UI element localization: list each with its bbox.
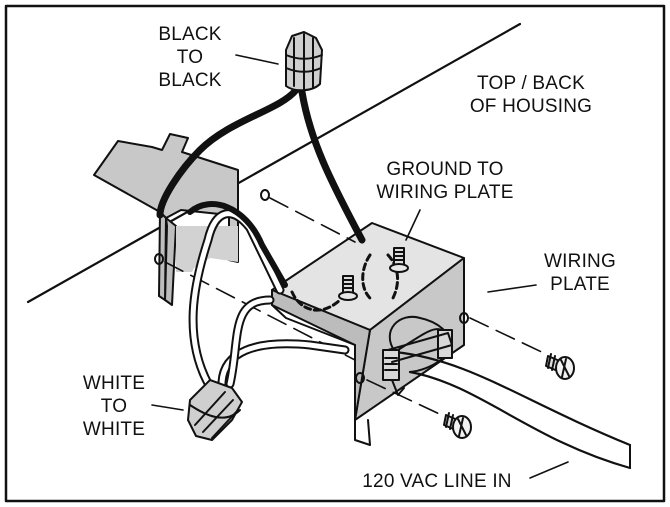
label-line: WIRING xyxy=(544,251,616,272)
label-wiring-plate: WIRING PLATE xyxy=(530,250,630,296)
label-ground-to-wiring-plate: GROUND TO WIRING PLATE xyxy=(370,158,520,204)
loose-screw-right xyxy=(545,353,575,380)
label-line: WHITE xyxy=(82,373,146,394)
bracket-hole-left xyxy=(154,253,164,265)
frame-border xyxy=(4,4,666,503)
wire-nut-top xyxy=(285,31,323,92)
label-line: WIRING PLATE xyxy=(376,182,514,203)
internal-wires xyxy=(290,253,399,312)
label-black-to-black: BLACK TO BLACK xyxy=(150,23,230,92)
label-line: TO xyxy=(100,396,128,417)
label-line: PLATE xyxy=(550,274,610,295)
black-wires xyxy=(156,86,366,288)
label-top-back-of-housing: TOP / BACK OF HOUSING xyxy=(456,72,606,118)
loose-screw-bottom xyxy=(443,412,472,439)
label-line: TOP / BACK xyxy=(477,73,585,94)
ground-screws xyxy=(338,247,409,301)
white-wires xyxy=(188,209,350,397)
leader-lines xyxy=(151,54,569,479)
wire-nut-bottom xyxy=(187,379,243,441)
label-line: WHITE xyxy=(82,419,146,440)
label-line: OF HOUSING xyxy=(469,96,593,117)
cable-clamp xyxy=(382,329,453,396)
label-line: GROUND TO xyxy=(386,159,504,180)
label-line: BLACK xyxy=(158,70,222,91)
label-line: TO xyxy=(176,47,204,68)
bracket-hole-top xyxy=(260,189,270,201)
label-line: 120 VAC LINE IN xyxy=(362,471,512,492)
label-line: BLACK xyxy=(158,24,222,45)
housing-edge-line xyxy=(26,22,522,304)
label-120-vac-line-in: 120 VAC LINE IN xyxy=(346,470,528,493)
label-white-to-white: WHITE TO WHITE xyxy=(72,372,156,441)
